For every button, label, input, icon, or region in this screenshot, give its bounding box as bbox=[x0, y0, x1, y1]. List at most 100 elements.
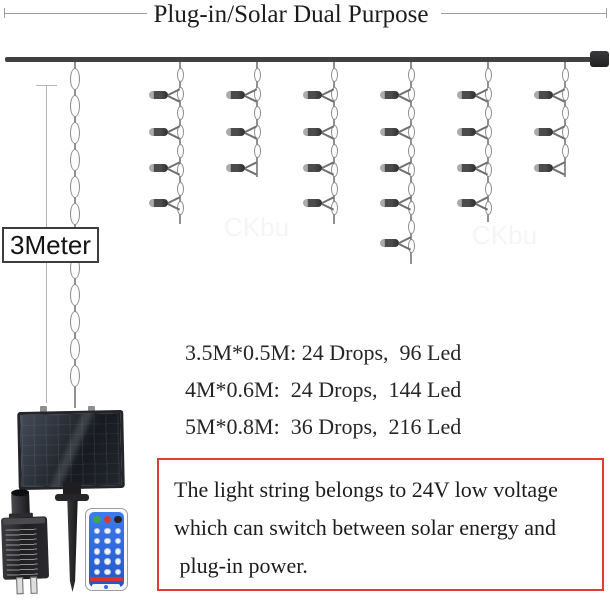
drop-wire bbox=[333, 62, 335, 224]
led-bulb-icon bbox=[380, 199, 399, 207]
drop-twist bbox=[484, 182, 492, 196]
remote-function-button bbox=[93, 568, 100, 576]
remote-function-button bbox=[104, 548, 111, 555]
drop-twist bbox=[484, 125, 492, 139]
drop-twist bbox=[253, 106, 261, 120]
drop-twist bbox=[561, 106, 569, 120]
power-connector-icon bbox=[590, 51, 609, 67]
info-line: which can switch between solar energy an… bbox=[174, 515, 557, 540]
title-rule-right bbox=[441, 13, 606, 15]
remote-keypad-panel bbox=[88, 511, 124, 587]
spec-line: 5M*0.8M: 36 Drops, 216 Led bbox=[185, 414, 462, 439]
plug-prong bbox=[16, 577, 24, 595]
led-bulb-icon bbox=[457, 128, 476, 136]
drop-twist bbox=[484, 68, 492, 82]
drop-twist bbox=[330, 182, 338, 196]
watermark: CKbu bbox=[472, 220, 537, 251]
title-rule-left bbox=[4, 13, 147, 15]
drop-twist bbox=[176, 106, 184, 120]
led-bulb-icon bbox=[226, 91, 245, 99]
watermark: CKbu bbox=[224, 212, 289, 243]
led-bulb-icon bbox=[534, 164, 553, 172]
led-bulb-icon bbox=[303, 91, 322, 99]
ground-stake bbox=[67, 500, 78, 592]
length-label: 3Meter bbox=[2, 227, 99, 263]
drop-twist bbox=[253, 68, 261, 82]
plug-prong bbox=[30, 576, 38, 594]
drop-twist bbox=[407, 125, 415, 139]
size-spec-list: 3.5M*0.5M: 24 Drops, 96 Led 4M*0.6M: 24 … bbox=[185, 334, 461, 445]
led-bulb-icon bbox=[226, 128, 245, 136]
drop-twist bbox=[407, 144, 415, 158]
remote-control bbox=[85, 508, 128, 591]
bulb-arm bbox=[244, 161, 258, 169]
led-bulb-icon bbox=[457, 164, 476, 172]
spec-line: 4M*0.6M: 24 Drops, 144 Led bbox=[185, 377, 462, 402]
drop-twist bbox=[407, 106, 415, 120]
remote-bottom-button bbox=[104, 584, 108, 589]
stake-collar bbox=[63, 482, 81, 496]
remote-on-button bbox=[93, 515, 101, 523]
info-line: The light string belongs to 24V low volt… bbox=[174, 477, 558, 502]
lead-twist bbox=[70, 68, 80, 90]
voltage-info-box: The light string belongs to 24V low volt… bbox=[157, 458, 604, 591]
solar-panel bbox=[17, 409, 125, 491]
remote-function-button bbox=[104, 527, 111, 534]
remote-function-button bbox=[104, 537, 111, 545]
drop-twist bbox=[176, 163, 184, 177]
remote-function-button bbox=[104, 558, 111, 565]
led-bulb-icon bbox=[226, 164, 245, 172]
bulb-arm bbox=[552, 161, 566, 169]
remote-function-button bbox=[114, 568, 121, 576]
drop-twist bbox=[253, 144, 261, 158]
drop-twist bbox=[561, 68, 569, 82]
lead-twist bbox=[70, 311, 80, 333]
panel-mount-tab bbox=[88, 406, 95, 412]
led-bulb-icon bbox=[149, 128, 168, 136]
led-bulb-icon bbox=[534, 128, 553, 136]
lead-twist bbox=[70, 338, 80, 360]
page-title: Plug-in/Solar Dual Purpose bbox=[153, 1, 429, 28]
led-bulb-icon bbox=[303, 164, 322, 172]
lead-twist bbox=[70, 203, 80, 225]
lead-twist bbox=[70, 284, 80, 306]
drop-twist bbox=[561, 125, 569, 139]
led-bulb-icon bbox=[149, 199, 168, 207]
drop-twist bbox=[176, 125, 184, 139]
led-bulb-icon bbox=[380, 128, 399, 136]
drop-twist bbox=[407, 182, 415, 196]
panel-reflection bbox=[20, 412, 122, 488]
led-bulb-icon bbox=[149, 91, 168, 99]
remote-power-button bbox=[114, 515, 122, 523]
drop-twist bbox=[407, 220, 415, 234]
remote-function-button bbox=[93, 527, 100, 534]
lead-twist bbox=[70, 176, 80, 198]
led-bulb-icon bbox=[149, 164, 168, 172]
remote-function-button bbox=[93, 548, 100, 555]
drop-twist bbox=[484, 163, 492, 177]
drop-wire bbox=[487, 62, 489, 222]
remote-function-button bbox=[114, 537, 121, 545]
drop-twist bbox=[253, 125, 261, 139]
drop-twist bbox=[484, 106, 492, 120]
power-adapter-plug bbox=[0, 488, 54, 606]
remote-red-bar bbox=[89, 577, 123, 581]
spec-line: 3.5M*0.5M: 24 Drops, 96 Led bbox=[185, 340, 462, 365]
led-bulb-icon bbox=[457, 91, 476, 99]
led-bulb-icon bbox=[457, 199, 476, 207]
drop-twist bbox=[407, 163, 415, 177]
stake-flange bbox=[55, 494, 89, 501]
led-bulb-icon bbox=[380, 164, 399, 172]
panel-mount-tab bbox=[40, 406, 47, 412]
adapter-spec-label bbox=[5, 528, 38, 576]
drop-twist bbox=[407, 68, 415, 82]
lead-twist bbox=[70, 365, 80, 387]
drop-twist bbox=[330, 125, 338, 139]
main-string-wire bbox=[5, 57, 592, 62]
led-bulb-icon bbox=[303, 199, 322, 207]
remote-function-button bbox=[104, 568, 111, 576]
title-rule-left-tick bbox=[4, 8, 6, 18]
remote-off-button bbox=[103, 515, 111, 523]
remote-function-button bbox=[93, 558, 100, 565]
drop-twist bbox=[330, 106, 338, 120]
